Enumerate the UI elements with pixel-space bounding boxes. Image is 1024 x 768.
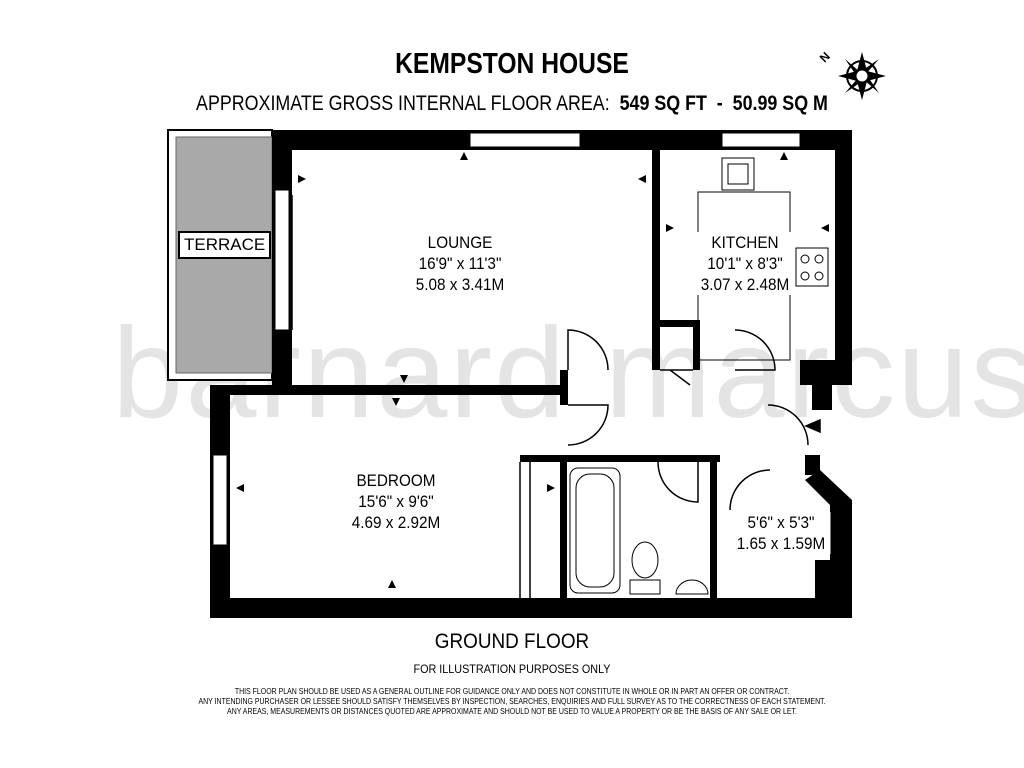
room-kitchen: KITCHEN 10'1" x 8'3" 3.07 x 2.48M [695, 232, 795, 295]
floor-area: APPROXIMATE GROSS INTERNAL FLOOR AREA: 5… [77, 92, 947, 116]
room-metric: 4.69 x 2.92M [351, 513, 441, 532]
page-title: KEMPSTON HOUSE [395, 48, 629, 80]
floor-label: GROUND FLOOR [434, 630, 590, 653]
room-imperial: 5'6" x 5'3" [747, 513, 815, 532]
room-metric: 3.07 x 2.48M [700, 275, 790, 294]
bathroom-fittings [569, 467, 709, 595]
room-name: BEDROOM [356, 471, 436, 490]
disclaimer-line: ANY AREAS, MEASUREMENTS OR DISTANCES QUO… [227, 706, 797, 716]
room-store: 5'6" x 5'3" 1.65 x 1.59M [731, 512, 831, 554]
area-sqm: 50.99 SQ M [732, 92, 828, 115]
room-name: KITCHEN [711, 233, 779, 252]
illustration-note: FOR ILLUSTRATION PURPOSES ONLY [413, 662, 611, 676]
room-imperial: 15'6" x 9'6" [358, 492, 434, 511]
room-lounge: LOUNGE 16'9" x 11'3" 5.08 x 3.41M [406, 232, 514, 295]
room-name: LOUNGE [427, 233, 493, 252]
room-imperial: 16'9" x 11'3" [418, 254, 502, 273]
area-sep: - [716, 92, 723, 115]
compass-icon [838, 52, 886, 100]
dimension-markers [236, 152, 829, 588]
area-label: APPROXIMATE GROSS INTERNAL FLOOR AREA: [196, 92, 610, 115]
windows [212, 132, 801, 546]
disclaimer-line: ANY INTENDING PURCHASER OR LESSEE SHOULD… [198, 696, 826, 706]
room-imperial: 10'1" x 8'3" [707, 254, 783, 273]
disclaimer: THIS FLOOR PLAN SHOULD BE USED AS A GENE… [92, 686, 932, 716]
room-bedroom: BEDROOM 15'6" x 9'6" 4.69 x 2.92M [342, 470, 450, 533]
room-metric: 5.08 x 3.41M [415, 275, 505, 294]
doors [291, 195, 821, 598]
terrace-label: TERRACE [178, 231, 272, 259]
compass-label: N [817, 49, 833, 65]
disclaimer-line: THIS FLOOR PLAN SHOULD BE USED AS A GENE… [234, 686, 790, 696]
room-metric: 1.65 x 1.59M [736, 534, 826, 553]
area-sqft: 549 SQ FT [619, 92, 707, 115]
